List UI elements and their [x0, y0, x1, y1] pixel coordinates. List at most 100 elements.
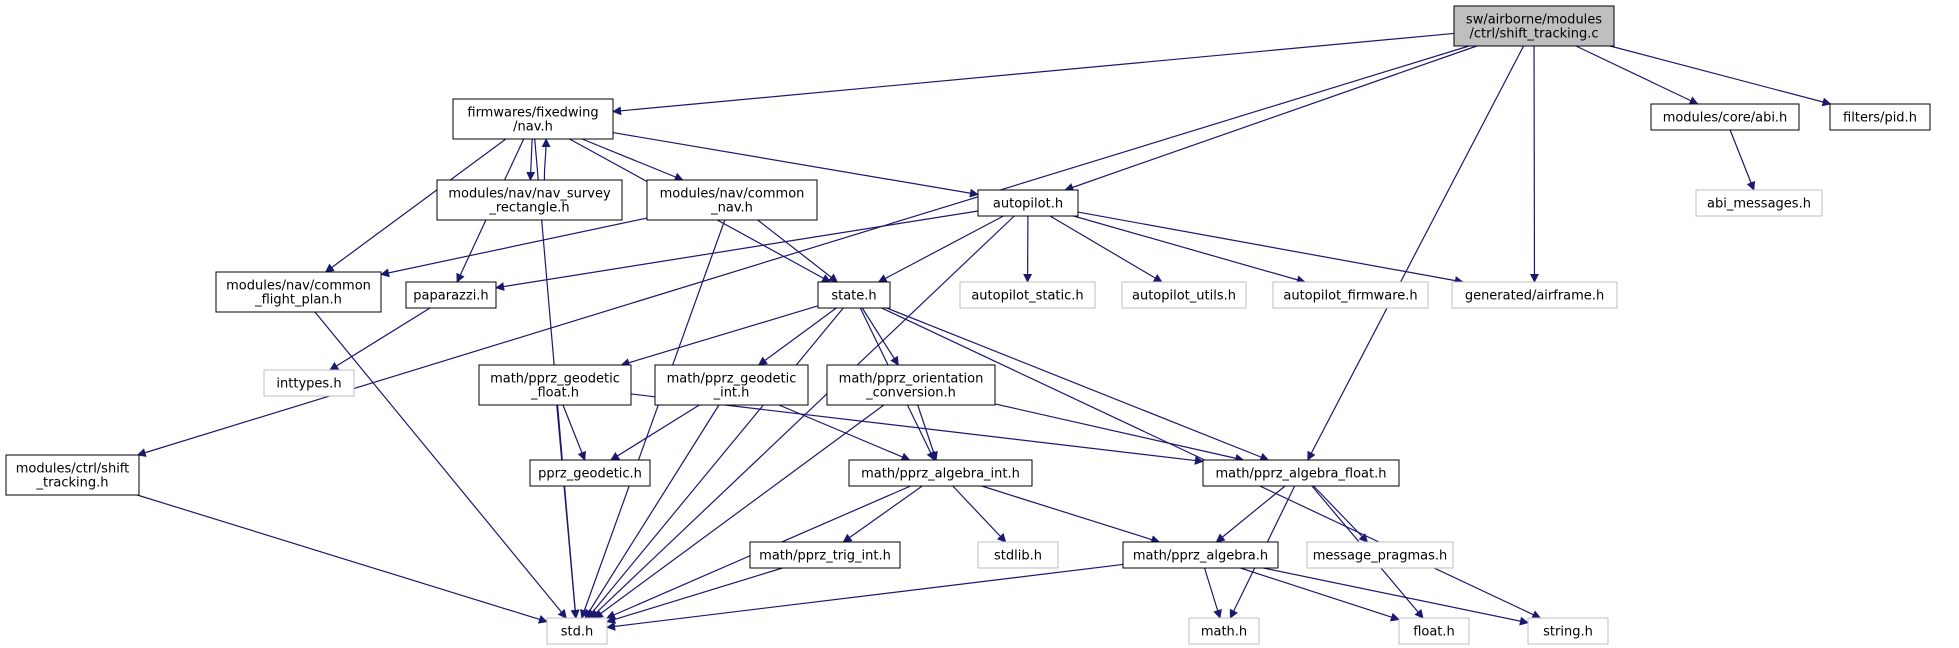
edge-paparazzi-to-inttypes [329, 307, 431, 371]
node-shifttrack[interactable]: modules/ctrl/shift_tracking.h [5, 454, 140, 496]
node-abimsg[interactable]: abi_messages.h [1695, 189, 1823, 217]
node-label-std: std.h [561, 625, 594, 640]
edge-state-to-orient [861, 307, 899, 366]
node-box-aputils [1121, 281, 1247, 309]
node-label-algfloat: math/pprz_algebra_float.h [1216, 467, 1387, 482]
node-nav[interactable]: firmwares/fixedwing/nav.h [452, 98, 614, 140]
edge-autopilot-to-state [877, 215, 1004, 283]
edge-algfloat-to-algebra [1215, 485, 1286, 543]
edge-state-to-algfloat [886, 307, 1270, 462]
node-box-autopilot [977, 189, 1079, 217]
node-box-commonnav [646, 179, 818, 221]
node-stringh[interactable]: string.h [1527, 617, 1609, 645]
edge-algint-to-algebra [981, 485, 1161, 544]
node-label-msgpragmas: message_pragmas.h [1313, 549, 1448, 564]
edge-orient-to-std [593, 404, 885, 619]
node-label-geofloat: _float.h [530, 386, 579, 401]
edge-nav-to-survey [526, 138, 536, 181]
node-autopilot[interactable]: autopilot.h [977, 189, 1079, 217]
node-flightplan[interactable]: modules/nav/common_flight_plan.h [215, 271, 382, 313]
node-label-nav: firmwares/fixedwing [467, 106, 598, 121]
node-paparazzi[interactable]: paparazzi.h [405, 281, 497, 309]
node-box-apstatic [959, 281, 1096, 309]
node-box-flightplan [215, 271, 382, 313]
node-box-root [1453, 5, 1615, 47]
node-algint[interactable]: math/pprz_algebra_int.h [848, 459, 1033, 487]
edge-geoint-to-std [584, 404, 720, 619]
node-box-shifttrack [5, 454, 140, 496]
node-box-abimsg [1695, 189, 1823, 217]
node-abi[interactable]: modules/core/abi.h [1650, 103, 1800, 131]
edge-autopilot-to-paparazzi [495, 210, 979, 291]
node-aputils[interactable]: autopilot_utils.h [1121, 281, 1247, 309]
edge-nav-to-flightplan [324, 138, 507, 273]
node-label-stringh: string.h [1543, 625, 1593, 640]
node-state[interactable]: state.h [817, 281, 891, 309]
node-pprzgeo[interactable]: pprz_geodetic.h [529, 459, 651, 487]
node-box-algfloat [1202, 459, 1400, 487]
node-apstatic[interactable]: autopilot_static.h [959, 281, 1096, 309]
node-box-pprzgeo [529, 459, 651, 487]
node-label-survey: modules/nav/nav_survey [448, 187, 611, 202]
edge-commonnav-to-std [580, 219, 726, 619]
node-geoint[interactable]: math/pprz_geodetic_int.h [654, 364, 809, 406]
node-root[interactable]: sw/airborne/modules/ctrl/shift_tracking.… [1453, 5, 1615, 47]
edge-state-to-geoint [757, 307, 837, 366]
node-box-geoint [654, 364, 809, 406]
node-stdlib[interactable]: stdlib.h [977, 541, 1059, 569]
node-survey[interactable]: modules/nav/nav_survey_rectangle.h [436, 179, 623, 221]
node-label-apfirmware: autopilot_firmware.h [1283, 289, 1417, 304]
node-box-mathh [1188, 617, 1260, 645]
node-std[interactable]: std.h [546, 617, 608, 645]
node-label-abimsg: abi_messages.h [1707, 197, 1811, 212]
node-box-orient [826, 364, 996, 406]
node-label-root: /ctrl/shift_tracking.c [1470, 27, 1599, 42]
node-label-paparazzi: paparazzi.h [413, 289, 488, 304]
edge-algebra-to-floath [1240, 567, 1400, 622]
node-label-floath: float.h [1413, 625, 1455, 640]
node-algebra[interactable]: math/pprz_algebra.h [1122, 541, 1279, 569]
node-label-inttypes: inttypes.h [276, 377, 341, 392]
edge-nav-to-commonnav [581, 138, 684, 182]
node-label-state: state.h [831, 289, 876, 304]
node-inttypes[interactable]: inttypes.h [263, 369, 355, 397]
node-box-paparazzi [405, 281, 497, 309]
edge-root-to-pid [1609, 45, 1832, 107]
edge-root-to-nav [612, 32, 1455, 116]
node-algfloat[interactable]: math/pprz_algebra_float.h [1202, 459, 1400, 487]
node-floath[interactable]: float.h [1398, 617, 1470, 645]
edge-autopilot-to-std [590, 215, 1015, 619]
edge-algebra-to-mathh [1203, 567, 1222, 619]
edge-nav-to-autopilot [612, 131, 979, 198]
node-pid[interactable]: filters/pid.h [1829, 103, 1931, 131]
node-box-std [546, 617, 608, 645]
node-msgpragmas[interactable]: message_pragmas.h [1306, 541, 1454, 569]
edge-root-to-algfloat [1307, 45, 1525, 461]
edge-autopilot-to-airframe [1077, 211, 1464, 285]
node-airframe[interactable]: generated/airframe.h [1451, 281, 1618, 309]
edge-algebra-to-std [606, 563, 1124, 631]
node-label-orient: _conversion.h [865, 386, 956, 401]
node-label-commonnav: _nav.h [710, 201, 753, 216]
node-box-floath [1398, 617, 1470, 645]
edge-autopilot-to-aputils [1049, 215, 1163, 283]
node-box-msgpragmas [1306, 541, 1454, 569]
node-trigint[interactable]: math/pprz_trig_int.h [749, 541, 901, 569]
node-label-flightplan: _flight_plan.h [254, 293, 342, 308]
node-orient[interactable]: math/pprz_orientation_conversion.h [826, 364, 996, 406]
node-geofloat[interactable]: math/pprz_geodetic_float.h [478, 364, 632, 406]
node-apfirmware[interactable]: autopilot_firmware.h [1272, 281, 1429, 309]
edge-orient-to-algint [917, 404, 938, 461]
edge-geofloat-to-pprzgeo [562, 404, 587, 461]
edge-root-to-autopilot [1064, 45, 1478, 192]
node-box-abi [1650, 103, 1800, 131]
node-label-pid: filters/pid.h [1843, 111, 1917, 126]
edge-orient-to-algfloat [994, 403, 1245, 463]
node-mathh[interactable]: math.h [1188, 617, 1260, 645]
node-commonnav[interactable]: modules/nav/common_nav.h [646, 179, 818, 221]
edge-abi-to-abimsg [1729, 129, 1756, 191]
node-box-stdlib [977, 541, 1059, 569]
edge-survey-to-nav [541, 138, 551, 181]
edge-root-to-abi [1575, 45, 1699, 105]
